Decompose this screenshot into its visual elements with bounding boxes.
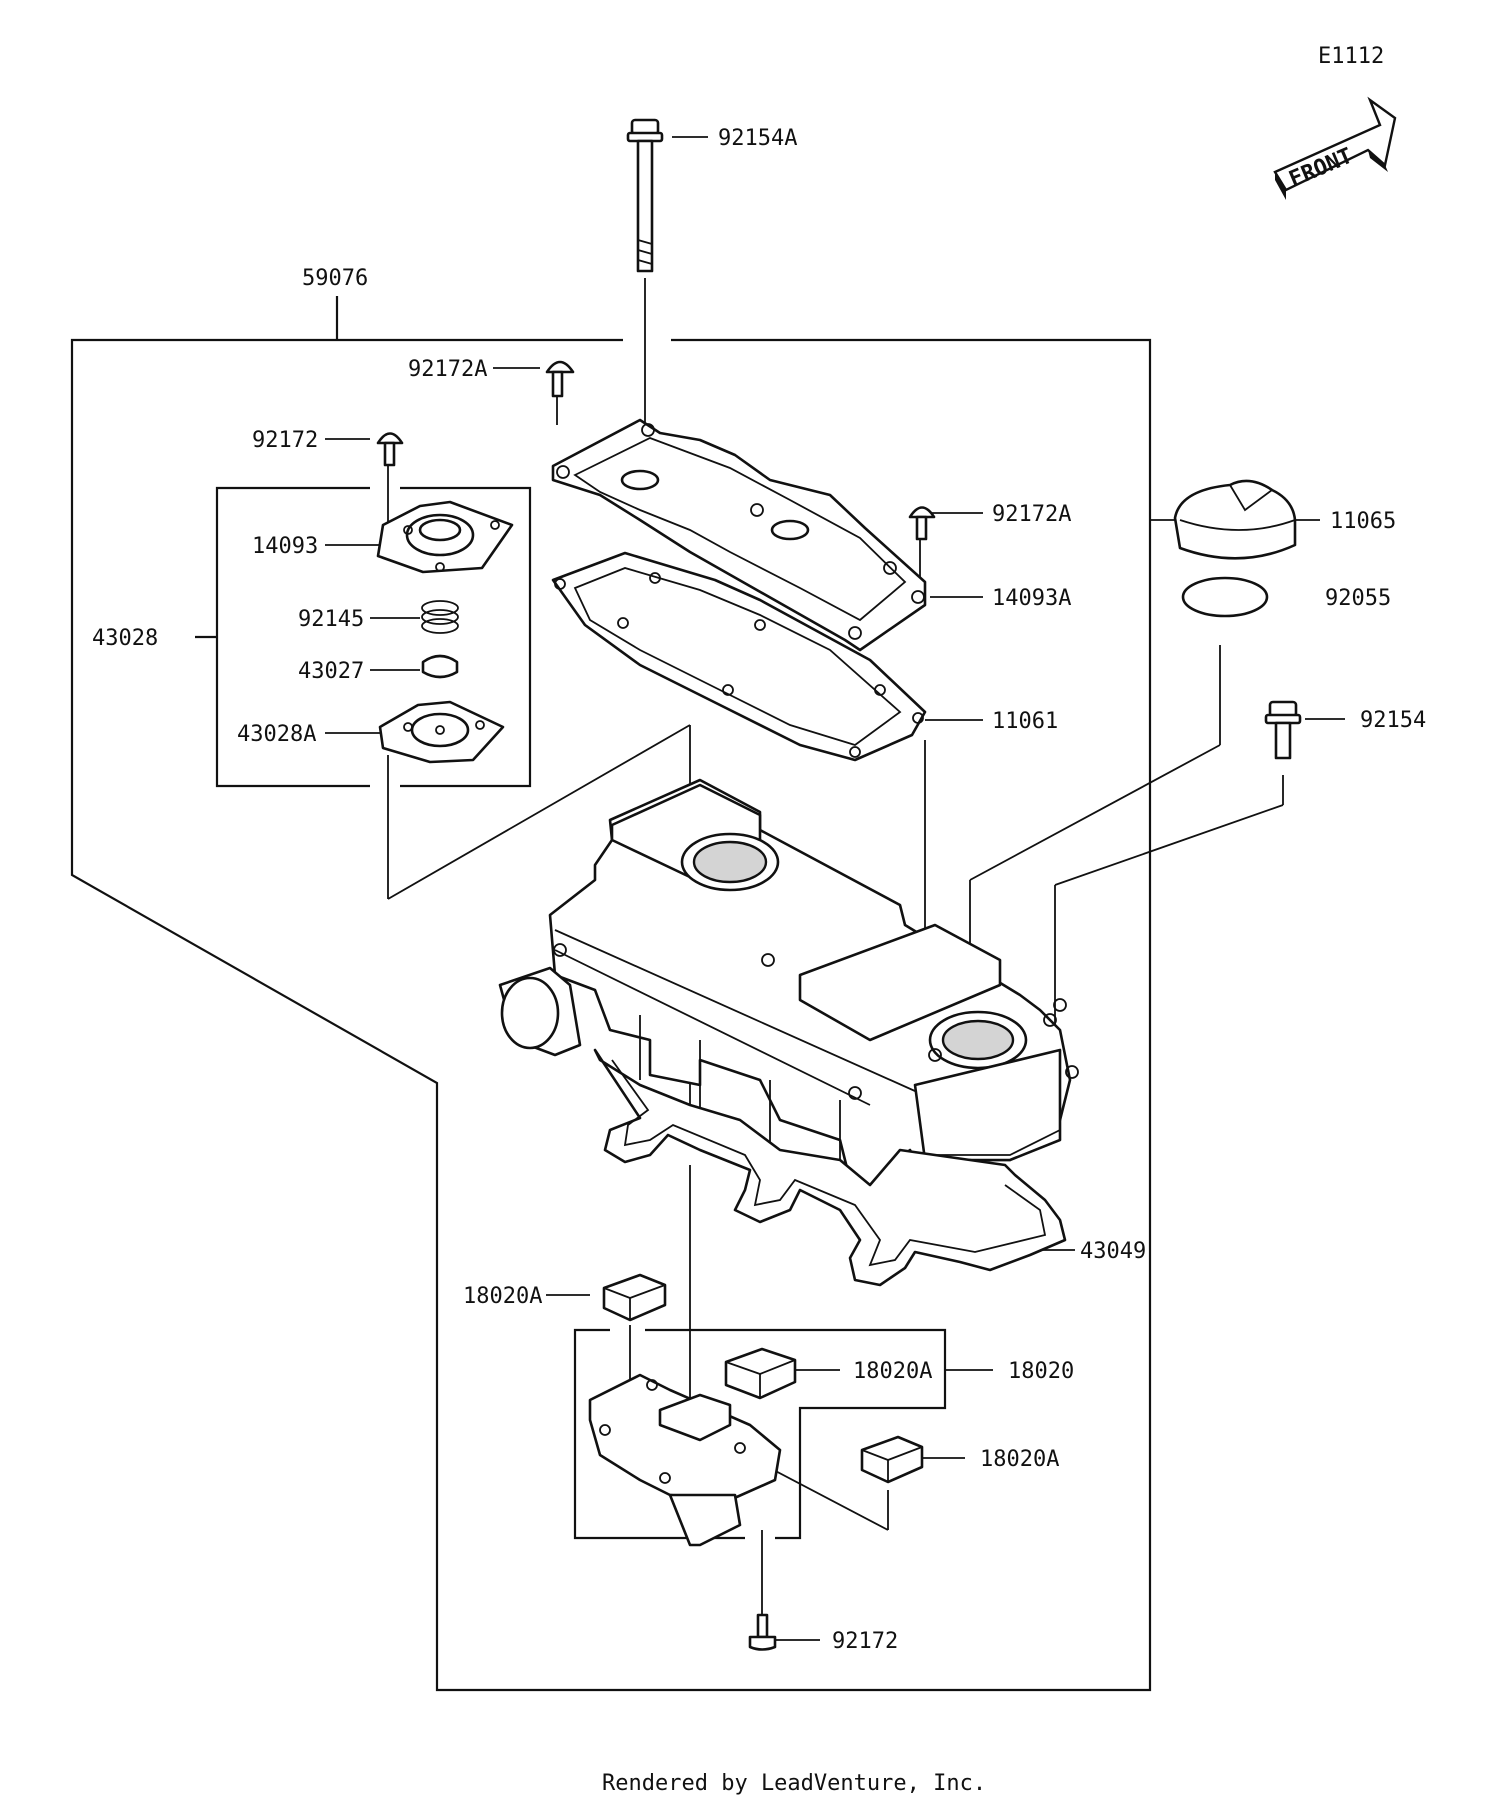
bracket-18020-right — [645, 1328, 947, 1540]
screw-92172-left — [376, 432, 404, 467]
spring-92145 — [421, 600, 459, 634]
footer-credit: Rendered by LeadVenture, Inc. — [602, 1771, 986, 1796]
screw-92172-bottom — [748, 1613, 777, 1651]
diagram-code: E1112 — [1318, 44, 1384, 69]
callout-14093A: 14093A — [992, 586, 1071, 611]
bracket-43028-right — [400, 486, 532, 788]
bracket-18020 — [573, 1328, 745, 1540]
front-arrow-icon: FRONT — [1273, 96, 1397, 200]
callout-92154A: 92154A — [718, 126, 797, 151]
pad-18020A-right — [860, 1435, 924, 1484]
oil-cap-11065 — [1173, 479, 1297, 560]
callout-11065: 11065 — [1330, 509, 1396, 534]
callout-43027: 43027 — [298, 659, 364, 684]
callout-18020A-left: 18020A — [463, 1284, 542, 1309]
callout-92172-left: 92172 — [252, 428, 318, 453]
plate-43028A — [378, 700, 505, 764]
gasket-11061 — [551, 551, 927, 762]
cover-14093A — [551, 418, 927, 652]
cover-14093 — [376, 500, 514, 574]
callout-59076: 59076 — [302, 266, 368, 291]
plate-18020 — [588, 1373, 782, 1547]
callout-92172A-top: 92172A — [408, 357, 487, 382]
callout-92055: 92055 — [1325, 586, 1391, 611]
bolt-92154 — [1264, 700, 1302, 760]
callout-18020: 18020 — [1008, 1359, 1074, 1384]
callout-43028A: 43028A — [237, 722, 316, 747]
o-ring-92055 — [1181, 576, 1269, 618]
callout-14093: 14093 — [252, 534, 318, 559]
cylinder-head-cover — [498, 778, 1079, 1187]
assembly-bracket-59076 — [70, 296, 1152, 1692]
pad-18020A-left — [602, 1273, 667, 1322]
callout-43028: 43028 — [92, 626, 158, 651]
pad-18020A-mid — [724, 1347, 797, 1400]
callout-92154: 92154 — [1360, 708, 1426, 733]
screw-92172A-right — [908, 506, 936, 541]
bolt-92154A — [626, 118, 664, 273]
callout-43049: 43049 — [1080, 1239, 1146, 1264]
callout-92172A-right: 92172A — [992, 502, 1071, 527]
callout-18020A-right: 18020A — [980, 1447, 1059, 1472]
callout-92145: 92145 — [298, 607, 364, 632]
screw-92172A-top — [545, 360, 575, 398]
callout-18020A-mid: 18020A — [853, 1359, 932, 1384]
callout-11061: 11061 — [992, 709, 1058, 734]
callout-92172-bottom: 92172 — [832, 1629, 898, 1654]
cup-43027 — [421, 654, 459, 679]
gasket-43049 — [593, 1048, 1067, 1287]
